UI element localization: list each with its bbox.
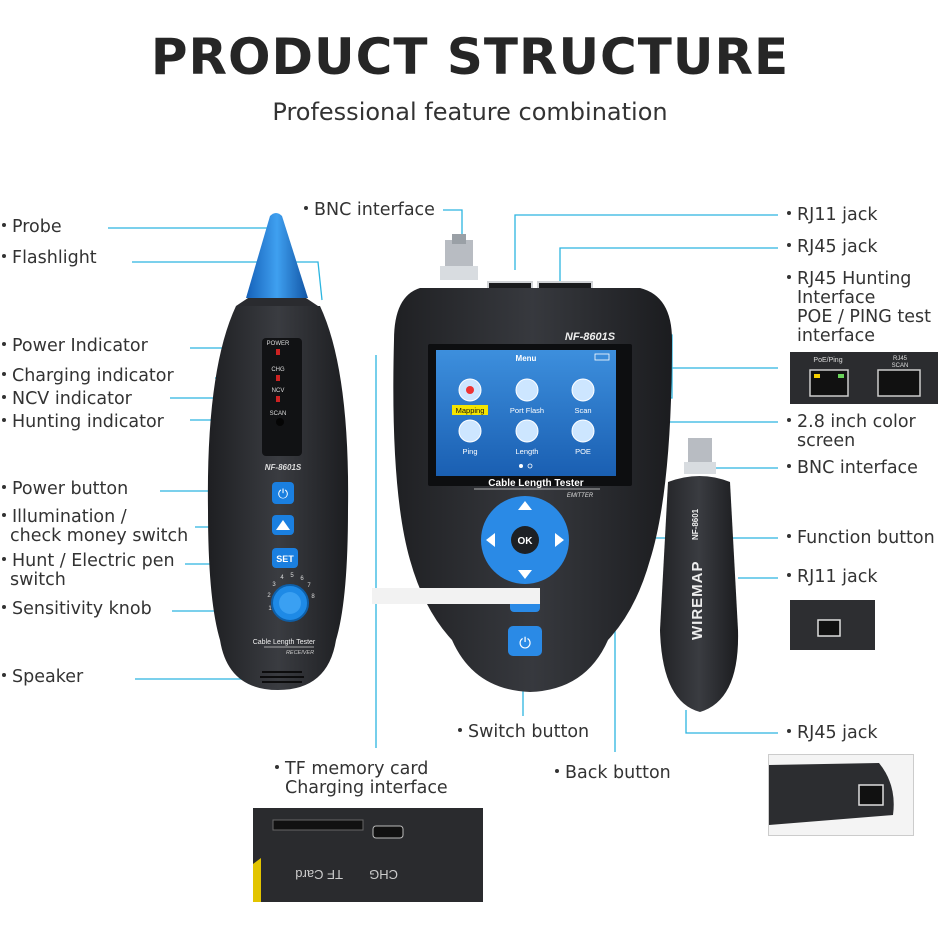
main-brand: Cable Length Tester: [488, 478, 583, 489]
bnc-connector-right: [684, 438, 716, 474]
label-function-button: Function button: [787, 528, 935, 548]
receiver-power-button: [272, 482, 294, 504]
page-title: PRODUCT STRUCTURE: [150, 28, 790, 86]
label-back-button: Back button: [555, 763, 671, 783]
receiver-role: RECEIVER: [286, 650, 314, 656]
knob-digit: 3: [272, 582, 276, 588]
receiver-model: NF-8601S: [265, 463, 302, 472]
dpad: [481, 496, 569, 584]
bnc-connector-top: [440, 234, 478, 280]
label-illumination: Illumination /check money switch: [2, 508, 188, 546]
remote-device: NF-8601 WIREMAP: [660, 438, 739, 712]
scan-led: [276, 418, 284, 426]
chg-text: CHG: [369, 867, 398, 882]
inset-poe-ports: PoE/Ping RJ45 SCAN: [790, 352, 938, 404]
app-label-port-flash: Port Flash: [510, 406, 544, 415]
inset-rj11: [790, 600, 875, 650]
app-label-poe: POE: [575, 447, 591, 456]
indicator-chg-text: CHG: [271, 367, 285, 373]
label-power-indicator: Power Indicator: [2, 336, 148, 356]
power-led: [276, 349, 280, 355]
label-sensitivity-knob: Sensitivity knob: [2, 599, 152, 619]
main-unit-device: NF-8601S Menu Mapping Port Flash Scan Pi…: [393, 234, 672, 692]
rj45-port: [858, 784, 884, 806]
label-flashlight: Flashlight: [2, 248, 97, 268]
knob-digit: 2: [267, 593, 271, 599]
label-probe: Probe: [2, 217, 62, 237]
receiver-brand: Cable Length Tester: [253, 639, 316, 646]
remote-body: [660, 476, 739, 712]
inset-rj45: [768, 754, 914, 836]
svg-text:⏻: ⏻: [519, 635, 531, 652]
app-icons: [458, 378, 595, 443]
screen-menu-title: Menu: [516, 354, 537, 363]
knob-digit: 1: [268, 606, 272, 612]
speaker-grill: [260, 671, 304, 683]
ncv-led: [276, 396, 280, 402]
poe-port: [809, 369, 849, 397]
label-bnc-top: BNC interface: [304, 200, 435, 220]
ok-button-text: OK: [518, 536, 534, 547]
indicator-power-text: POWER: [267, 341, 290, 347]
knob-digit: 5: [290, 573, 294, 579]
main-model: NF-8601S: [565, 331, 616, 343]
label-charging-indicator: Charging indicator: [2, 366, 174, 386]
inset-scan-text: SCAN: [892, 363, 909, 369]
knob-digit: 7: [307, 583, 311, 589]
app-label-ping: Ping: [462, 447, 477, 456]
usb-port: [372, 825, 404, 839]
knob-digit: 6: [300, 576, 304, 582]
knob-digit: 8: [311, 594, 315, 600]
tf-slot: [272, 819, 364, 831]
label-rj11-top: RJ11 jack: [787, 205, 878, 225]
remote-model: NF-8601: [691, 508, 700, 540]
label-rj11-right: RJ11 jack: [787, 567, 878, 587]
app-label-scan: Scan: [574, 406, 591, 415]
chg-led: [276, 375, 280, 381]
label-speaker: Speaker: [2, 667, 83, 687]
label-bnc-right: BNC interface: [787, 458, 918, 478]
svg-text:⏻: ⏻: [278, 486, 288, 501]
overlay-bar: [372, 588, 540, 604]
label-ncv-indicator: NCV indicator: [2, 389, 132, 409]
page-subtitle: Professional feature combination: [272, 98, 668, 126]
inset-rj45-text: RJ45: [893, 356, 908, 362]
indicator-ncv-text: NCV: [272, 388, 285, 394]
remote-name: WIREMAP: [689, 561, 706, 641]
main-role: EMITTER: [567, 493, 594, 499]
switch-button: [508, 626, 542, 656]
set-button: [272, 548, 298, 568]
label-rj45-top: RJ45 jack: [787, 237, 878, 257]
label-hunting-indicator: Hunting indicator: [2, 412, 164, 432]
indicator-scan-text: SCAN: [270, 411, 287, 417]
inset-poe-text: PoE/Ping: [813, 357, 842, 364]
app-label-mapping: Mapping: [456, 406, 485, 415]
set-button-text: SET: [276, 554, 294, 564]
scan-port: [877, 369, 921, 397]
tf-card-text: TF Card: [295, 867, 343, 882]
knob-digit: 4: [280, 575, 284, 581]
receiver-device: POWER CHG NCV SCAN NF-8601S ⏻ SET 1 2 3 …: [207, 213, 349, 690]
label-rj45-right: RJ45 jack: [787, 723, 878, 743]
inset-tf-card: TF Card CHG: [253, 808, 483, 902]
probe-tip: [246, 213, 308, 298]
label-power-button: Power button: [2, 479, 128, 499]
label-switch-button: Switch button: [458, 722, 589, 742]
app-label-length: Length: [516, 447, 539, 456]
rj11-port: [817, 619, 841, 637]
